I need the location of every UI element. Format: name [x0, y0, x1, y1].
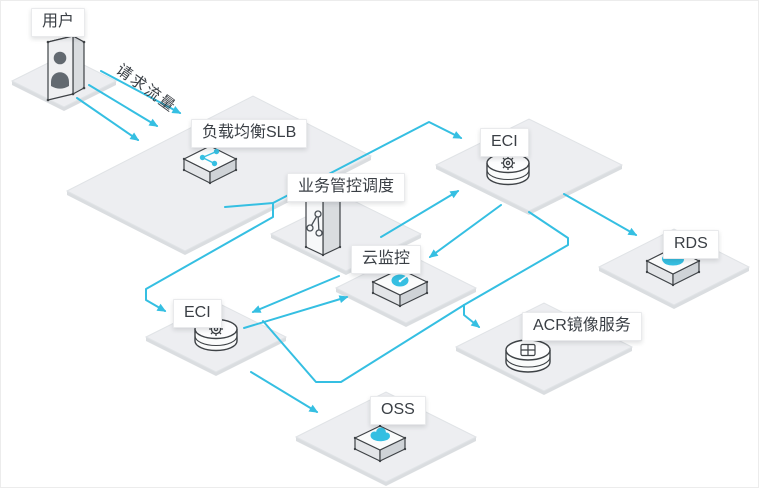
- gauge-icon: [371, 267, 429, 308]
- node-label-eci-left: ECI: [173, 299, 222, 328]
- arrow-eci-left-to-oss: [250, 371, 319, 413]
- node-label-oss: OSS: [370, 396, 426, 425]
- line-eci-left-to-acr-junction: [262, 304, 465, 383]
- node-label-scheduler: 业务管控调度: [287, 173, 406, 202]
- arrow-user-to-slb-1: [100, 70, 182, 114]
- registry-cylinder-icon: [505, 339, 551, 373]
- node-label-acr: ACR镜像服务: [522, 312, 642, 341]
- share-nodes-icon: [182, 144, 238, 185]
- cloud-storage-icon: [353, 424, 407, 463]
- arrow-eci-top-to-monitor: [428, 204, 502, 258]
- arrow-scheduler-to-eci-top: [380, 190, 460, 238]
- user-card-icon: [46, 34, 86, 102]
- arrow-scheduler-to-eci-left: [251, 275, 340, 313]
- arrow-junction-to-acr: [463, 304, 481, 328]
- node-label-slb: 负载均衡SLB: [191, 119, 308, 148]
- gear-cylinder-icon: [486, 152, 530, 186]
- arrow-user-to-slb-2: [88, 84, 159, 127]
- arrow-slb-to-eci-top: [224, 121, 463, 208]
- node-label-eci-top: ECI: [480, 128, 529, 157]
- node-label-monitor: 云监控: [351, 245, 422, 274]
- line-eci-top-to-acr-junction: [463, 211, 569, 306]
- arrow-eci-left-to-monitor: [243, 295, 349, 329]
- node-label-user: 用户: [31, 8, 86, 37]
- node-label-rds: RDS: [663, 230, 719, 259]
- arrow-user-to-slb-3: [76, 97, 140, 141]
- arrow-slb-to-eci-left: [145, 202, 274, 312]
- arrow-eci-top-to-rds: [563, 193, 638, 236]
